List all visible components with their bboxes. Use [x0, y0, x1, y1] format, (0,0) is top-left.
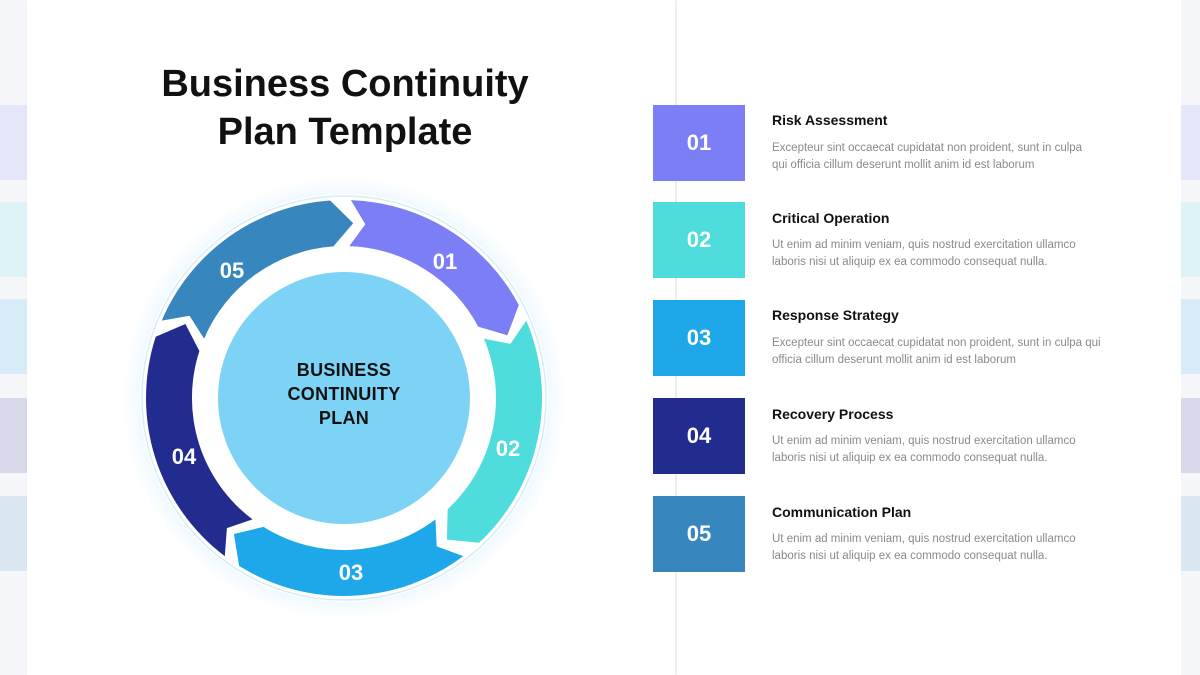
segment-number-05: 05 [219, 258, 245, 283]
step-description-01-line-2: qui officia cillum deserunt mollit anim … [772, 158, 1035, 171]
ring-segment-04 [146, 324, 253, 557]
step-title-04: Recovery Process [772, 406, 894, 422]
edge-tab-left-2 [0, 202, 27, 277]
center-circle [218, 272, 470, 524]
step-description-02-line-2: laboris nisi ut aliquip ex ea commodo co… [772, 255, 1048, 268]
edge-tab-right-5 [1181, 496, 1200, 571]
edge-tab-right-2 [1181, 202, 1200, 277]
segment-number-01: 01 [432, 249, 458, 274]
step-title-05: Communication Plan [772, 504, 912, 520]
step-description-04: Ut enim ad minim veniam, quis nostrud ex… [772, 433, 1122, 466]
step-number-box-03: 03 [653, 300, 745, 376]
step-number-box-02: 02 [653, 202, 745, 278]
segment-number-03: 03 [338, 560, 364, 585]
edge-tab-right-3 [1181, 299, 1200, 374]
step-description-04-line-2: laboris nisi ut aliquip ex ea commodo co… [772, 451, 1048, 464]
step-description-05-line-2: laboris nisi ut aliquip ex ea commodo co… [772, 549, 1048, 562]
title-line-2: Plan Template [217, 111, 473, 153]
edge-tab-left-3 [0, 299, 27, 374]
step-number-box-04: 04 [653, 398, 745, 474]
step-description-01: Excepteur sint occaecat cupidatat non pr… [772, 140, 1122, 173]
step-description-04-line-1: Ut enim ad minim veniam, quis nostrud ex… [772, 435, 1076, 447]
segment-number-04: 04 [171, 444, 197, 469]
step-description-05-line-1: Ut enim ad minim veniam, quis nostrud ex… [772, 533, 1076, 545]
step-description-02-line-1: Ut enim ad minim veniam, quis nostrud ex… [772, 239, 1076, 251]
title-line-1: Business Continuity [161, 63, 529, 105]
page-title: Business Continuity Plan Template [120, 60, 570, 156]
center-label-line-1: BUSINESS [296, 360, 392, 380]
ring-segment-03 [233, 519, 464, 596]
center-label-line-3: PLAN [318, 408, 370, 428]
step-title-02: Critical Operation [772, 210, 890, 226]
ring-segment-01 [349, 200, 519, 336]
segment-number-02: 02 [495, 436, 521, 461]
step-description-03-line-1: Excepteur sint occaecat cupidatat non pr… [772, 337, 1101, 349]
edge-tab-left-4 [0, 398, 27, 473]
edge-tab-left-1 [0, 105, 27, 180]
center-label-line-2: CONTINUITY [287, 384, 401, 404]
ring-segment-02 [446, 320, 543, 543]
step-title-01: Risk Assessment [772, 112, 888, 128]
step-title-03: Response Strategy [772, 307, 899, 323]
step-description-05: Ut enim ad minim veniam, quis nostrud ex… [772, 531, 1122, 564]
step-description-02: Ut enim ad minim veniam, quis nostrud ex… [772, 237, 1122, 270]
step-number-box-01: 01 [653, 105, 745, 181]
step-description-01-line-1: Excepteur sint occaecat cupidatat non pr… [772, 142, 1083, 154]
step-number-box-05: 05 [653, 496, 745, 572]
step-description-03: Excepteur sint occaecat cupidatat non pr… [772, 335, 1122, 368]
step-description-03-line-2: officia cillum deserunt mollit anim id e… [772, 353, 1016, 366]
edge-tab-right-1 [1181, 105, 1200, 180]
edge-tab-right-4 [1181, 398, 1200, 473]
ring-segment-05 [161, 200, 354, 339]
center-label: BUSINESS CONTINUITY PLAN [244, 358, 444, 430]
outer-ring-line [141, 195, 547, 601]
right-panel [677, 0, 1181, 675]
edge-tab-left-5 [0, 496, 27, 571]
